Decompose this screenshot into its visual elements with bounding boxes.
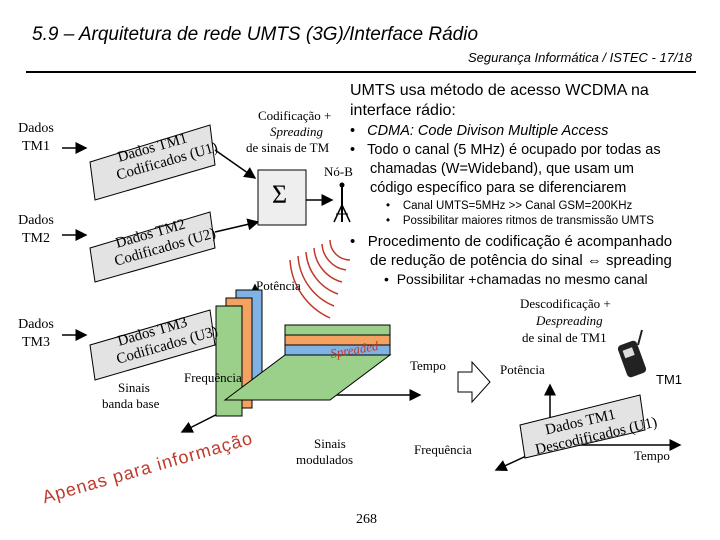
panel-heading-l2: interface rádio: xyxy=(350,102,456,119)
decoding-label-l2: Despreading xyxy=(536,313,603,328)
bullet-cdma-text: CDMA: Code Divison Multiple Access xyxy=(367,123,609,139)
bullet-cdma: • CDMA: Code Divison Multiple Access xyxy=(350,123,609,139)
spread-layer-4 xyxy=(284,324,391,336)
bullet-canal-text: Todo o canal (5 MHz) é ocupado por todas… xyxy=(367,142,661,158)
node-b-label: Nó-B xyxy=(324,164,353,179)
decoded-box xyxy=(519,394,646,459)
input-label-tm3: Dados TM3 xyxy=(6,316,66,352)
input-label-tm1-l1: Dados xyxy=(18,121,54,136)
coded-box-1 xyxy=(89,124,216,201)
axis-label-potencia: Potência xyxy=(256,278,301,293)
sub-bullet-2: • Possibilitar maiores ritmos de transmi… xyxy=(386,215,654,227)
input-label-tm2: Dados TM2 xyxy=(6,212,66,248)
input-label-tm2-l1: Dados xyxy=(18,213,54,228)
slide-title: 5.9 – Arquitetura de rede UMTS (3G)/Inte… xyxy=(32,24,479,45)
baseband-signal-3 xyxy=(215,305,243,417)
header-rule xyxy=(26,71,696,73)
axis-label-tempo-right: Tempo xyxy=(634,448,670,463)
axis-label-banda-base-l1: Sinais xyxy=(118,380,150,395)
page-number: 268 xyxy=(356,512,377,527)
radio-waves xyxy=(289,239,351,319)
sum-symbol: Σ xyxy=(272,180,288,209)
axis-label-frequencia-right: Frequência xyxy=(414,442,472,457)
arrow-to-sum-2 xyxy=(214,218,260,233)
bullet-canal: • Todo o canal (5 MHz) é ocupado por tod… xyxy=(350,142,661,158)
bullet-procedimento-sub-text: Possibilitar +chamadas no mesmo canal xyxy=(396,271,648,287)
bullet-canal-l3: código específico para se diferenciarem xyxy=(370,180,627,196)
coding-label-l2: Spreading xyxy=(270,124,323,139)
transition-arrow xyxy=(457,360,491,404)
axis-label-frequencia: Frequência xyxy=(184,370,242,385)
bullet-procedimento-l2: de redução de potência do sinal ⇔ spread… xyxy=(370,252,672,269)
coded-box-2 xyxy=(89,211,216,283)
bullet-procedimento-sub: • Possibilitar +chamadas no mesmo canal xyxy=(384,271,648,287)
input-label-tm3-l2: TM3 xyxy=(22,335,50,350)
slide-subtitle: Segurança Informática / ISTEC - 17/18 xyxy=(468,50,692,65)
decoding-label-l1: Descodificação + xyxy=(520,296,611,311)
antenna-icon xyxy=(333,182,351,223)
arrow-to-sum-1 xyxy=(214,149,257,179)
input-label-tm1: Dados TM1 xyxy=(6,120,66,156)
panel-heading-l1: UMTS usa método de acesso WCDMA na xyxy=(350,82,649,99)
sub-bullet-2-text: Possibilitar maiores ritmos de transmiss… xyxy=(402,215,654,227)
bullet-procedimento: • Procedimento de codificação é acompanh… xyxy=(350,233,673,250)
input-label-tm2-l2: TM2 xyxy=(22,231,50,246)
axis-label-potencia-right: Potência xyxy=(500,362,545,377)
bullet-canal-l2: chamadas (W=Wideband), que usam um xyxy=(370,161,634,177)
coded-box-3 xyxy=(89,309,216,381)
sub-bullet-1: • Canal UMTS=5MHz >> Canal GSM=200KHz xyxy=(386,200,633,212)
modulated-label-l1: Sinais xyxy=(314,436,346,451)
input-label-tm3-l1: Dados xyxy=(18,317,54,332)
axis-label-tempo: Tempo xyxy=(410,358,446,373)
input-label-tm1-l2: TM1 xyxy=(22,139,50,154)
mobile-phone-icon xyxy=(617,329,647,378)
sub-bullet-1-text: Canal UMTS=5MHz >> Canal GSM=200KHz xyxy=(402,200,633,212)
tm1-label: TM1 xyxy=(656,372,682,387)
coding-label-l3: de sinais de TM xyxy=(246,140,330,155)
coding-label-l1: Codificação + xyxy=(258,108,332,123)
bullet-procedimento-text: Procedimento de codificação é acompanhad… xyxy=(367,233,673,250)
modulated-label-l2: modulados xyxy=(296,452,354,467)
axis-label-banda-base-l2: banda base xyxy=(102,396,160,411)
sum-box xyxy=(257,169,307,226)
decoding-label-l3: de sinal de TM1 xyxy=(522,330,607,345)
